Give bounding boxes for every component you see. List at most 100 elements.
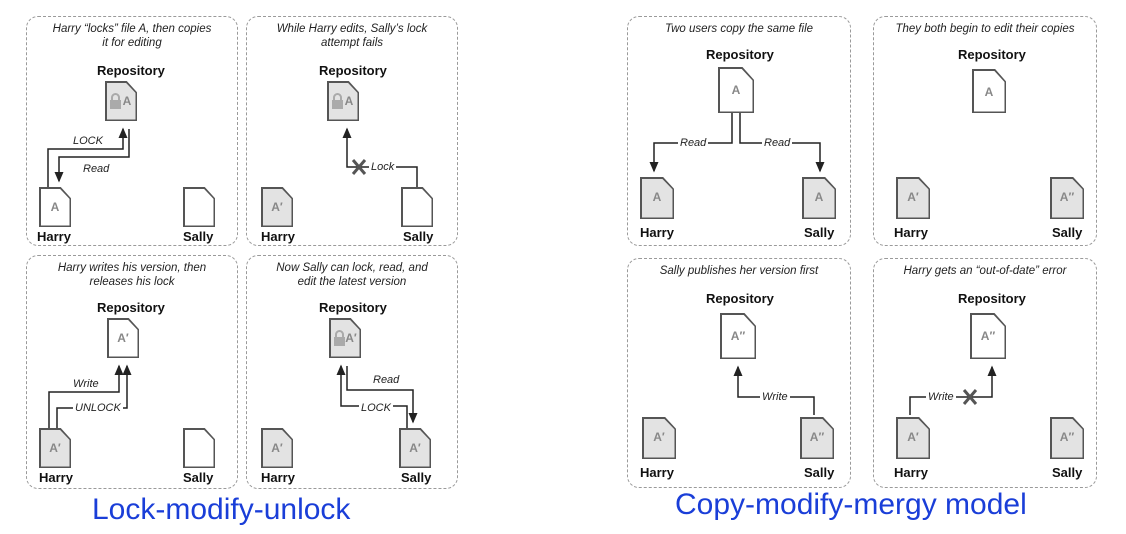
file-version: A′: [49, 441, 61, 455]
blocked-cross-icon: [351, 159, 367, 175]
harry-file-icon: A′: [39, 428, 71, 468]
repository-file-icon: A′: [329, 318, 361, 358]
harry-label: Harry: [37, 229, 71, 244]
repository-label: Repository: [958, 47, 1026, 62]
file-version: A″: [1059, 190, 1075, 204]
repository-label: Repository: [958, 291, 1026, 306]
file-version: A′: [271, 441, 283, 455]
panel-title: Sally publishes her version first: [659, 265, 819, 277]
sally-label: Sally: [183, 470, 214, 485]
sally-file-icon: [183, 428, 215, 468]
panel-title: Harry writes his version, then releases …: [57, 262, 207, 288]
harry-label: Harry: [261, 229, 295, 244]
repository-label: Repository: [319, 300, 387, 315]
sally-label: Sally: [403, 229, 434, 244]
file-version: A: [652, 190, 662, 204]
sally-file-icon: A: [802, 177, 836, 219]
repository-label: Repository: [97, 300, 165, 315]
sally-file-icon: [183, 187, 215, 227]
repository-file-icon: A: [972, 69, 1006, 113]
harry-label: Harry: [894, 225, 928, 240]
harry-label: Harry: [261, 470, 295, 485]
sally-label: Sally: [183, 229, 214, 244]
blocked-cross-icon: [962, 389, 978, 405]
panel-copy-1: Two users copy the same file Repository …: [627, 16, 851, 246]
file-version: A: [344, 94, 354, 108]
edge-label: Write: [71, 378, 101, 391]
panel-title: While Harry edits, Sally’s lock attempt …: [276, 23, 428, 49]
repository-file-icon: A″: [970, 313, 1006, 359]
sally-file-icon: A″: [800, 417, 834, 459]
lock-icon: [110, 93, 121, 109]
edge-label: Lock: [369, 161, 397, 174]
repository-label: Repository: [706, 47, 774, 62]
repository-label: Repository: [97, 63, 165, 78]
repository-file-icon: A′: [107, 318, 139, 358]
edge-label: Read: [678, 137, 709, 150]
harry-file-icon: A′: [896, 177, 930, 219]
panel-copy-4: Harry gets an “out-of-date” error Reposi…: [873, 258, 1097, 488]
file-version: A″: [1059, 430, 1075, 444]
sally-label: Sally: [1052, 225, 1083, 240]
sally-file-icon: A″: [1050, 177, 1084, 219]
sally-label: Sally: [804, 465, 835, 480]
edge-label: Read: [762, 137, 793, 150]
edge-label: Read: [81, 163, 112, 176]
repository-label: Repository: [319, 63, 387, 78]
harry-label: Harry: [894, 465, 928, 480]
file-version: A″: [980, 329, 996, 343]
sally-label: Sally: [1052, 465, 1083, 480]
file-version: A′: [271, 200, 283, 214]
repository-file-icon: A: [327, 81, 359, 121]
harry-file-icon: A′: [896, 417, 930, 459]
edge-label: LOCK: [71, 135, 105, 148]
harry-file-icon: A′: [261, 187, 293, 227]
harry-label: Harry: [640, 465, 674, 480]
edge-label: UNLOCK: [73, 402, 123, 415]
harry-file-icon: A: [640, 177, 674, 219]
edge-label: Write: [926, 391, 956, 404]
panel-title: Harry gets an “out-of-date” error: [903, 265, 1067, 277]
harry-label: Harry: [39, 470, 73, 485]
harry-file-icon: A: [39, 187, 71, 227]
file-version: A: [814, 190, 824, 204]
sally-file-icon: [401, 187, 433, 227]
harry-label: Harry: [640, 225, 674, 240]
file-version: A′: [907, 430, 919, 444]
file-version: A′: [117, 331, 129, 345]
repository-file-icon: A: [105, 81, 137, 121]
file-version: A″: [730, 329, 746, 343]
repository-file-icon: A″: [720, 313, 756, 359]
caption-copy-modify-merge: Copy-modify-mergy model: [675, 488, 1027, 521]
lock-icon: [334, 330, 345, 346]
lock-icon: [332, 93, 343, 109]
file-version: A: [731, 83, 741, 97]
harry-file-icon: A′: [642, 417, 676, 459]
panel-lock-1: Harry “locks” file A, then copies it for…: [26, 16, 238, 246]
repository-file-icon: A: [718, 67, 754, 113]
panel-copy-3: Sally publishes her version first Reposi…: [627, 258, 851, 488]
file-version: A′: [907, 190, 919, 204]
file-version: A: [984, 85, 994, 99]
panel-title: Now Sally can lock, read, and edit the l…: [276, 262, 428, 288]
edge-label: LOCK: [359, 402, 393, 415]
sally-file-icon: A″: [1050, 417, 1084, 459]
panel-lock-4: Now Sally can lock, read, and edit the l…: [246, 255, 458, 489]
file-version: A′: [653, 430, 665, 444]
panel-lock-2: While Harry edits, Sally’s lock attempt …: [246, 16, 458, 246]
arrows: [47, 127, 130, 187]
file-version: A: [50, 200, 60, 214]
panel-copy-2: They both begin to edit their copies Rep…: [873, 16, 1097, 246]
sally-label: Sally: [804, 225, 835, 240]
edge-label: Write: [760, 391, 790, 404]
file-version: A″: [809, 430, 825, 444]
caption-lock-modify-unlock: Lock-modify-unlock: [92, 493, 351, 526]
file-version: A′: [409, 441, 421, 455]
edge-label: Read: [371, 374, 402, 387]
sally-file-icon: A′: [399, 428, 431, 468]
panel-title: They both begin to edit their copies: [895, 23, 1075, 35]
file-version: A′: [345, 331, 357, 345]
sally-label: Sally: [401, 470, 432, 485]
panel-title: Harry “locks” file A, then copies it for…: [52, 23, 212, 49]
repository-label: Repository: [706, 291, 774, 306]
